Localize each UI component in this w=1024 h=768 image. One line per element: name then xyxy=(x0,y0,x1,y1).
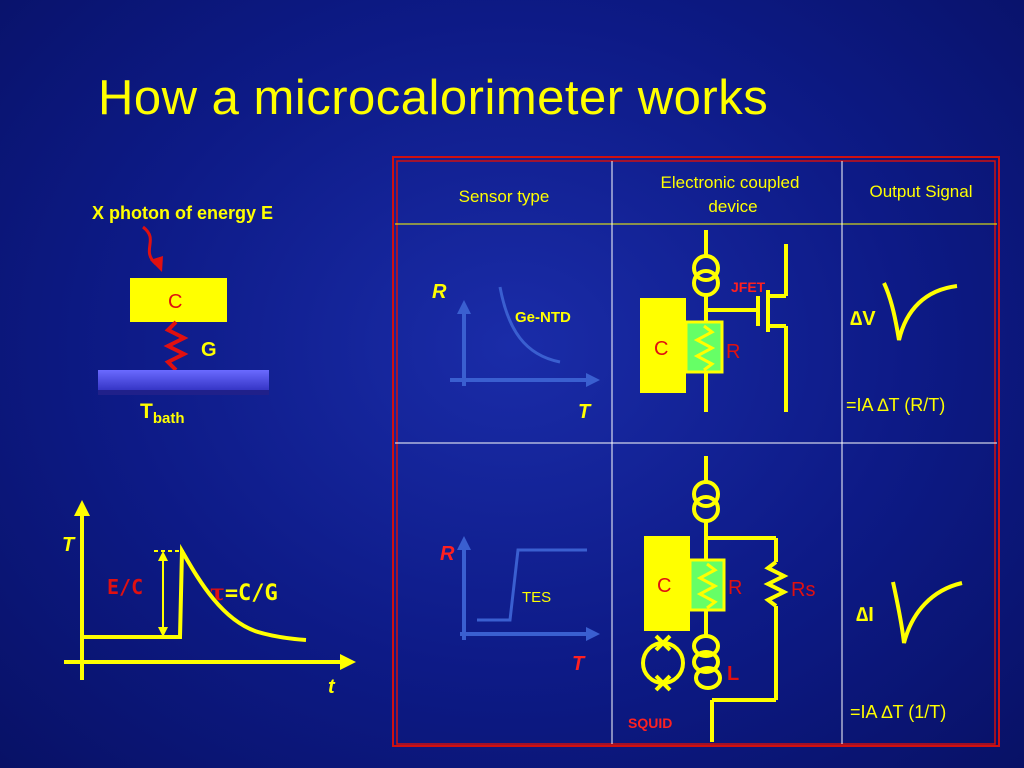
bath-label-main: T xyxy=(140,400,153,423)
plot-x-label: t xyxy=(328,676,336,698)
ntd-output-delta: ∆ xyxy=(850,308,862,330)
ntd-jfet-circuit: C R JFET xyxy=(640,230,788,412)
ntd-resistor-label: R xyxy=(726,341,740,363)
ntd-output-quantity: ∆V xyxy=(850,308,876,330)
tes-plot-x-arrow xyxy=(586,627,600,641)
squid-loop xyxy=(641,641,685,685)
tes-output-delta: ∆ xyxy=(856,604,868,626)
ntd-output-signal: ∆V =IA ∆T (R/T) xyxy=(846,282,958,415)
ntd-sensor-name: Ge-NTD xyxy=(515,309,571,326)
ntd-plot-x-label: T xyxy=(578,401,592,423)
table-border-inner xyxy=(396,160,996,745)
tes-current-source-upper xyxy=(692,480,720,508)
ntd-capacitor-block xyxy=(640,298,686,393)
ntd-plot-y-label: R xyxy=(432,281,447,303)
tes-output-formula: =IA ∆T (1/T) xyxy=(850,702,946,722)
ntd-thermistor-zigzag xyxy=(693,324,716,372)
ntd-capacitor-label: C xyxy=(654,338,668,360)
header-device-line1: Electronic coupled xyxy=(661,173,800,192)
ntd-plot-x-arrow xyxy=(586,373,600,387)
tes-output-symbol: I xyxy=(868,604,874,626)
heat-bath-shadow xyxy=(98,390,269,395)
squid-label: SQUID xyxy=(628,715,672,731)
ntd-output-formula: =IA ∆T (R/T) xyxy=(846,395,945,415)
header-output-signal: Output Signal xyxy=(869,182,972,201)
ntd-formula-pre: =IA xyxy=(846,395,878,415)
heat-bath xyxy=(98,370,269,392)
tes-sensor-plot: R T TES xyxy=(440,536,600,675)
jfet-label: JFET xyxy=(731,279,766,295)
tes-current-source-lower xyxy=(692,495,720,523)
ntd-output-pulse xyxy=(882,282,958,341)
tes-formula-delta: ∆ xyxy=(882,702,893,722)
tes-inductor-label: L xyxy=(727,663,739,685)
tes-inductor-loop-3 xyxy=(694,666,722,690)
tes-sensor-name: TES xyxy=(522,589,551,606)
row-ntd: R T Ge-NTD C R JFET xyxy=(432,230,958,423)
tes-resistor-label: R xyxy=(728,577,742,599)
header-device-line2: device xyxy=(708,197,757,216)
bath-label-sub: bath xyxy=(153,410,185,427)
calorimeter-schematic: X photon of energy E C G Tbath xyxy=(92,203,273,427)
tes-output-signal: ∆I =IA ∆T (1/T) xyxy=(850,581,963,722)
squid-junction-top xyxy=(654,634,672,652)
tes-shunt-label: Rs xyxy=(791,579,815,601)
tes-formula-pre: =IA xyxy=(850,702,882,722)
ntd-plot-y-arrow xyxy=(457,300,471,314)
plot-y-label: T xyxy=(62,534,76,556)
tes-capacitor-label: C xyxy=(657,575,671,597)
comparison-table: Sensor type Electronic coupled device Ou… xyxy=(392,156,1000,747)
header-sensor-type: Sensor type xyxy=(459,187,550,206)
tes-rt-curve xyxy=(477,548,587,622)
tes-sensor xyxy=(688,558,726,612)
temperature-pulse-plot: T t E/C τ=C/G xyxy=(62,500,356,698)
slide-title: How a microcalorimeter works xyxy=(98,71,769,125)
plot-x-arrow xyxy=(340,654,356,670)
tes-output-pulse xyxy=(891,581,963,644)
height-arrow-down xyxy=(158,627,168,637)
absorber-label: C xyxy=(168,291,182,313)
tes-output-quantity: ∆I xyxy=(856,604,874,626)
tes-squid-circuit: C R Rs L SQUID xyxy=(628,456,815,742)
ntd-sensor-plot: R T Ge-NTD xyxy=(432,281,600,423)
plot-y-arrow xyxy=(74,500,90,516)
tes-capacitor-block xyxy=(644,536,690,631)
tes-plot-x-label: T xyxy=(572,653,586,675)
thermal-link-spring xyxy=(163,320,189,372)
ntd-output-symbol: V xyxy=(862,308,876,330)
thermal-link-label: G xyxy=(201,339,217,361)
tau-symbol: τ xyxy=(210,580,225,606)
photon-label: X photon of energy E xyxy=(92,203,273,223)
absorber-block xyxy=(130,278,227,322)
squid-junction-bottom xyxy=(654,674,672,692)
pulse-curve xyxy=(84,543,307,642)
photon-arrow xyxy=(142,225,158,266)
table-border-outer xyxy=(392,156,1000,747)
ntd-current-source-upper xyxy=(692,254,720,282)
row-tes: R T TES C R Rs xyxy=(440,456,963,742)
ntd-thermistor xyxy=(684,320,724,374)
tes-shunt-resistor xyxy=(763,560,789,608)
ntd-formula-post: T (R/T) xyxy=(889,395,946,415)
tau-formula: =C/G xyxy=(225,581,278,606)
tau-label: τ=C/G xyxy=(210,580,278,606)
tes-formula-post: T (1/T) xyxy=(893,702,947,722)
tes-sensor-zigzag xyxy=(696,562,719,610)
photon-arrow-head xyxy=(150,256,163,272)
height-label: E/C xyxy=(107,575,143,599)
height-arrow-up xyxy=(158,551,168,561)
ntd-formula-delta: ∆ xyxy=(878,395,889,415)
tes-inductor-loop-1 xyxy=(692,634,720,658)
tes-plot-y-arrow xyxy=(457,536,471,550)
ntd-current-source-lower xyxy=(692,269,720,297)
tes-plot-y-label: R xyxy=(440,543,455,565)
bath-label: Tbath xyxy=(140,400,185,427)
tes-inductor-loop-2 xyxy=(692,650,720,674)
ntd-rt-curve xyxy=(498,286,561,364)
